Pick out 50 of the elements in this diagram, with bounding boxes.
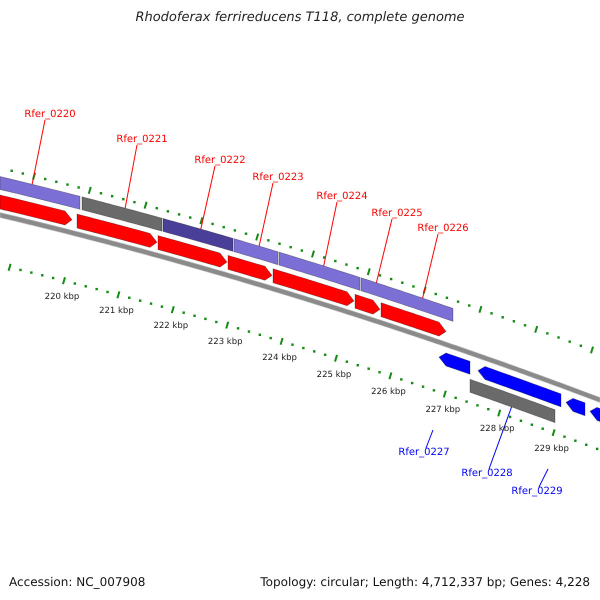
- gene-segment: [477, 366, 562, 408]
- gene-feature-bar: [0, 176, 80, 210]
- gene-feature-bar: [82, 196, 162, 232]
- leader-line: [426, 430, 434, 448]
- gene-segment: [589, 407, 600, 422]
- gene-segment: [228, 254, 272, 281]
- footer-text: Accession: NC_007908: [9, 576, 146, 588]
- leader-line: [258, 182, 274, 247]
- scale-label: 221 kbp: [99, 307, 134, 316]
- leader-line: [124, 144, 138, 209]
- scale-label: 220 kbp: [44, 293, 80, 302]
- gene-feature-bar: [470, 378, 556, 424]
- leader-line: [323, 202, 338, 267]
- title: Rhodoferax ferrireducens T118, complete genome: [134, 11, 466, 24]
- leader-line: [32, 120, 46, 186]
- leader-line: [488, 406, 512, 470]
- scale-label: 222 kbp: [153, 322, 188, 331]
- gene-segment: [354, 294, 380, 314]
- gene-label: Rfer_0222: [194, 156, 246, 166]
- gene-segment: [438, 352, 470, 375]
- gene-segment: [0, 194, 72, 226]
- gene-label: Rfer_0223: [252, 173, 304, 183]
- gene-segment: [272, 268, 354, 306]
- gene-segment: [565, 398, 586, 416]
- gene-label: Rfer_0221: [116, 135, 168, 145]
- gene-segment: [76, 214, 158, 248]
- gene-label: Rfer_0226: [417, 224, 469, 234]
- gene-label: Rfer_0227: [398, 448, 450, 458]
- scale-label: 226 kbp: [371, 388, 406, 397]
- gene-label: Rfer_0225: [371, 209, 423, 219]
- gene-segment: [380, 302, 446, 336]
- gene-label: Rfer_0220: [24, 110, 76, 120]
- leader-line: [200, 166, 216, 230]
- scale-label: 227 kbp: [425, 406, 460, 415]
- footer-text: Topology: circular; Length: 4,712,337 bp; Genes: 4,228: [260, 576, 590, 588]
- gene-feature-bar: [162, 218, 234, 252]
- gene-feature-bar: [234, 238, 278, 266]
- leader-line: [422, 234, 438, 299]
- gene-feature-bar: [360, 277, 454, 322]
- leader-line: [538, 468, 548, 488]
- gene-label: Rfer_0229: [511, 487, 563, 497]
- gene-label: Rfer_0228: [461, 469, 513, 479]
- gene-segment: [158, 235, 228, 268]
- gene-label: Rfer_0224: [316, 192, 368, 202]
- scale-label: 229 kbp: [534, 444, 569, 454]
- scale-label: 223 kbp: [208, 338, 243, 346]
- scale-label: 225 kbp: [316, 370, 352, 380]
- scale-label: 224 kbp: [262, 354, 297, 362]
- gene-feature-bar: [278, 252, 360, 291]
- leader-line: [376, 218, 392, 284]
